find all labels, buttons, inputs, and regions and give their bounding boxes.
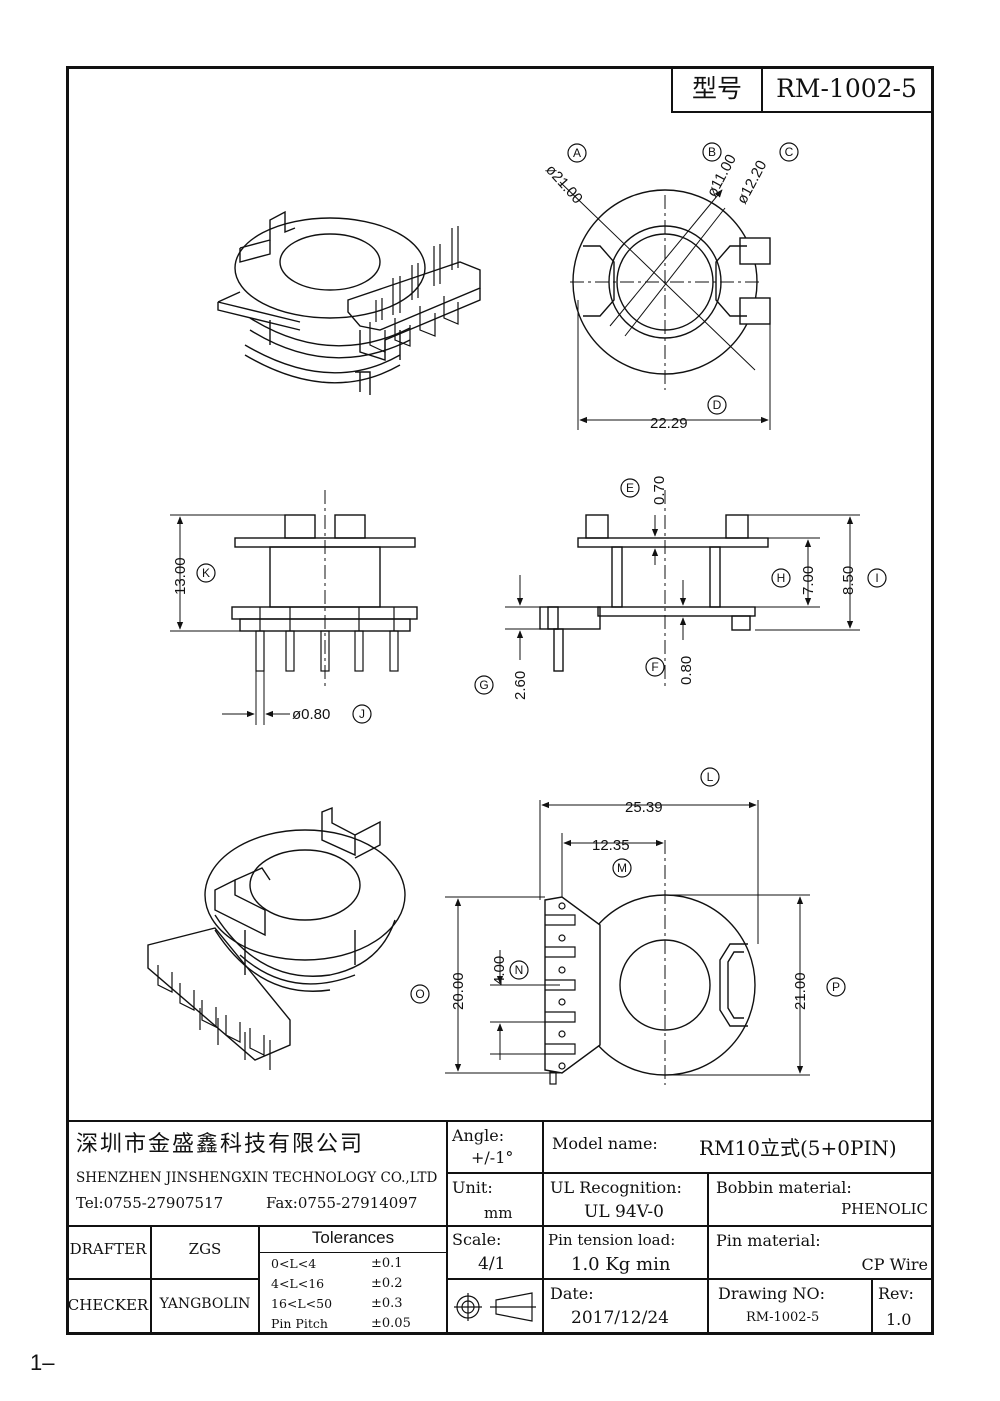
model-label: 型号	[673, 67, 763, 111]
ul-value: UL 94V-0	[584, 1202, 664, 1222]
bottom-view	[445, 800, 810, 1085]
dim-l-2539: 25.39	[625, 799, 663, 816]
tolerance-value-1: ±0.1	[371, 1256, 403, 1271]
checker-label: CHECKER	[67, 1296, 149, 1314]
tolerances-title: Tolerances	[311, 1228, 395, 1247]
tolerance-value-2: ±0.2	[371, 1276, 403, 1291]
dim-n-400: 4.00	[491, 956, 508, 985]
company-tel: Tel:0755-27907517	[76, 1194, 224, 1212]
dim-g-260: 2.60	[512, 671, 529, 700]
ref-A: A	[573, 146, 581, 160]
dim-f-080: 0.80	[678, 656, 695, 685]
dim-dia-1220: ø12.20	[734, 158, 771, 207]
drawing-no-value: RM-1002-5	[746, 1310, 820, 1325]
dim-i-850: 8.50	[840, 566, 857, 595]
tolerance-range-3: 16<L<50	[271, 1296, 333, 1311]
ref-C: C	[785, 145, 794, 159]
dim-p-2100: 21.00	[792, 972, 809, 1010]
drafter-value: ZGS	[188, 1240, 222, 1258]
rev-label: Rev:	[878, 1284, 914, 1303]
pin-tension-value: 1.0 Kg min	[571, 1254, 671, 1275]
pin-material-label: Pin material:	[716, 1231, 821, 1250]
ref-M: M	[617, 861, 627, 875]
tolerance-value-4: ±0.05	[371, 1316, 411, 1331]
ref-P: P	[832, 980, 840, 994]
ref-G: G	[479, 678, 488, 692]
rev-value: 1.0	[886, 1310, 912, 1329]
tolerance-value-3: ±0.3	[371, 1296, 403, 1311]
isometric-view-top	[217, 210, 481, 395]
ref-E: E	[626, 481, 634, 495]
company-name-cn: 深圳市金盛鑫科技有限公司	[76, 1132, 365, 1157]
dim-h-700: 7.00	[800, 566, 817, 595]
bobbin-material-label: Bobbin material:	[716, 1178, 852, 1197]
tolerance-range-2: 4<L<16	[271, 1276, 325, 1291]
drawing-no-label: Drawing NO:	[718, 1284, 825, 1303]
company-fax: Fax:0755-27914097	[266, 1194, 418, 1212]
unit-label: Unit:	[452, 1178, 493, 1197]
isometric-view-bottom	[147, 806, 406, 1070]
tolerance-values: ±0.1 ±0.2 ±0.3 ±0.05	[371, 1254, 411, 1334]
tolerance-ranges: 0<L<4 4<L<16 16<L<50 Pin Pitch	[271, 1254, 332, 1334]
reference-letters: A B C D E F G H I J K L M N O P	[196, 142, 887, 1004]
ref-D: D	[713, 398, 722, 412]
dim-e-070: 0.70	[651, 476, 668, 505]
ref-I: I	[875, 571, 878, 585]
dim-width-2229: 22.29	[650, 415, 688, 432]
unit-value: mm	[484, 1204, 513, 1222]
ref-H: H	[777, 571, 786, 585]
ref-K: K	[202, 566, 210, 580]
model-name-label: Model name:	[552, 1134, 658, 1153]
angle-label: Angle:	[452, 1126, 505, 1145]
company-name-en: SHENZHEN JINSHENGXIN TECHNOLOGY CO.,LTD	[76, 1170, 438, 1186]
ref-J: J	[359, 707, 365, 721]
model-number: RM-1002-5	[776, 74, 917, 103]
scale-value: 4/1	[478, 1254, 506, 1274]
checker-value: YANGBOLIN	[159, 1296, 251, 1312]
drawing-sheet-border	[66, 66, 934, 1335]
dim-m-1235: 12.35	[592, 837, 630, 854]
dim-o-2000: 20.00	[450, 972, 467, 1010]
angle-value: +/-1°	[471, 1148, 514, 1167]
front-view	[170, 490, 418, 725]
dim-k-1300: 13.00	[172, 557, 189, 595]
ref-L: L	[707, 770, 714, 784]
pin-tension-label: Pin tension load:	[548, 1231, 676, 1249]
title-block: 深圳市金盛鑫科技有限公司 SHENZHEN JINSHENGXIN TECHNO…	[66, 1120, 934, 1335]
bobbin-material-value: PHENOLIC	[841, 1200, 928, 1218]
drafter-label: DRAFTER	[69, 1240, 147, 1258]
ref-O: O	[415, 987, 424, 1001]
dim-dia-21: ø21.00	[542, 161, 586, 207]
side-view	[505, 490, 860, 690]
model-name-value: RM10立式(5+0PIN)	[699, 1136, 897, 1160]
ref-N: N	[515, 963, 524, 977]
tolerance-range-1: 0<L<4	[271, 1256, 317, 1271]
page-number: 1–	[30, 1350, 55, 1375]
ref-F: F	[651, 660, 658, 674]
top-view	[559, 181, 771, 430]
date-value: 2017/12/24	[571, 1308, 669, 1328]
tolerance-range-4: Pin Pitch	[271, 1316, 328, 1331]
scale-label: Scale:	[452, 1230, 502, 1249]
pin-material-value: CP Wire	[861, 1255, 929, 1274]
top-model-box: 型号 RM-1002-5	[671, 67, 932, 113]
dim-j-pin-dia: ø0.80	[292, 706, 330, 723]
projection-symbol-icon	[454, 1292, 536, 1322]
ul-label: UL Recognition:	[550, 1178, 682, 1197]
date-label: Date:	[550, 1284, 594, 1303]
ref-B: B	[708, 145, 716, 159]
